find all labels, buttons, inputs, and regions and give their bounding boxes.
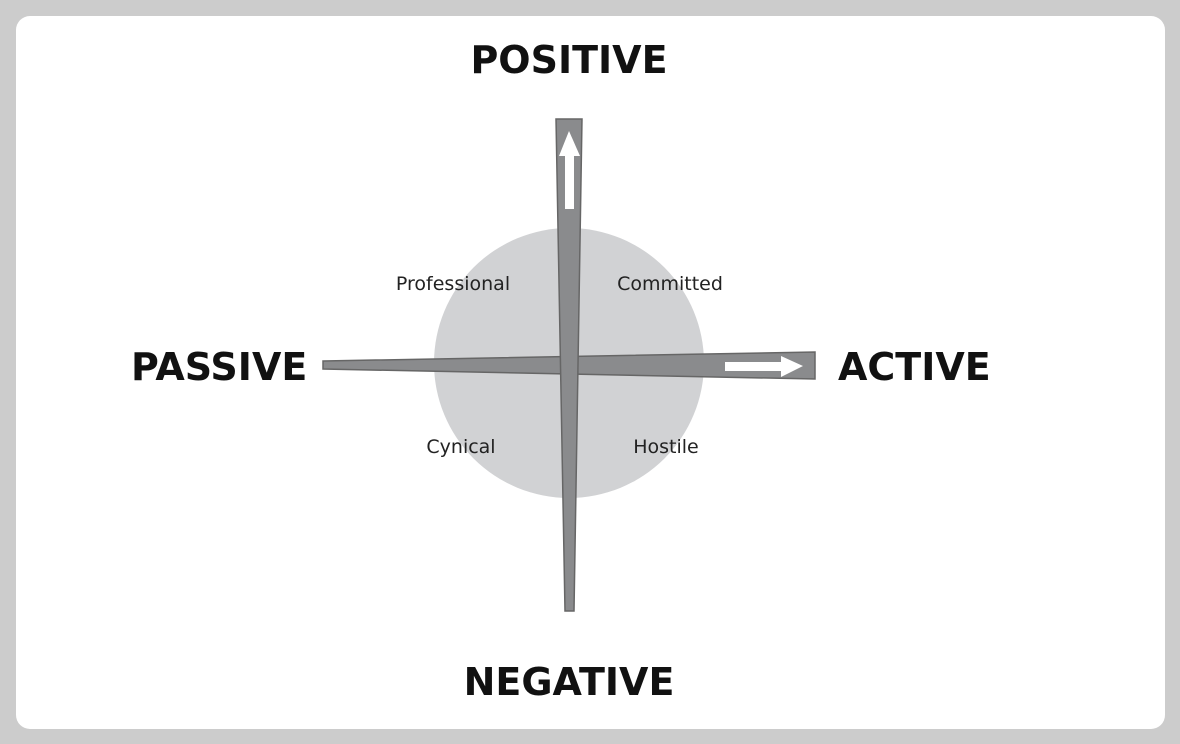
axis-label-active: ACTIVE [838,345,991,389]
quadrant-label-committed: Committed [617,273,723,295]
quadrant-label-professional: Professional [396,273,510,295]
quadrant-label-hostile: Hostile [633,436,699,458]
axis-label-positive: POSITIVE [470,38,667,82]
up-arrow-icon [559,131,580,209]
axis-label-passive: PASSIVE [131,345,307,389]
axis-label-negative: NEGATIVE [464,660,675,704]
positive-negative-axis-wedge [555,118,583,612]
quadrant-label-cynical: Cynical [426,436,495,458]
right-arrow-icon [725,356,803,377]
